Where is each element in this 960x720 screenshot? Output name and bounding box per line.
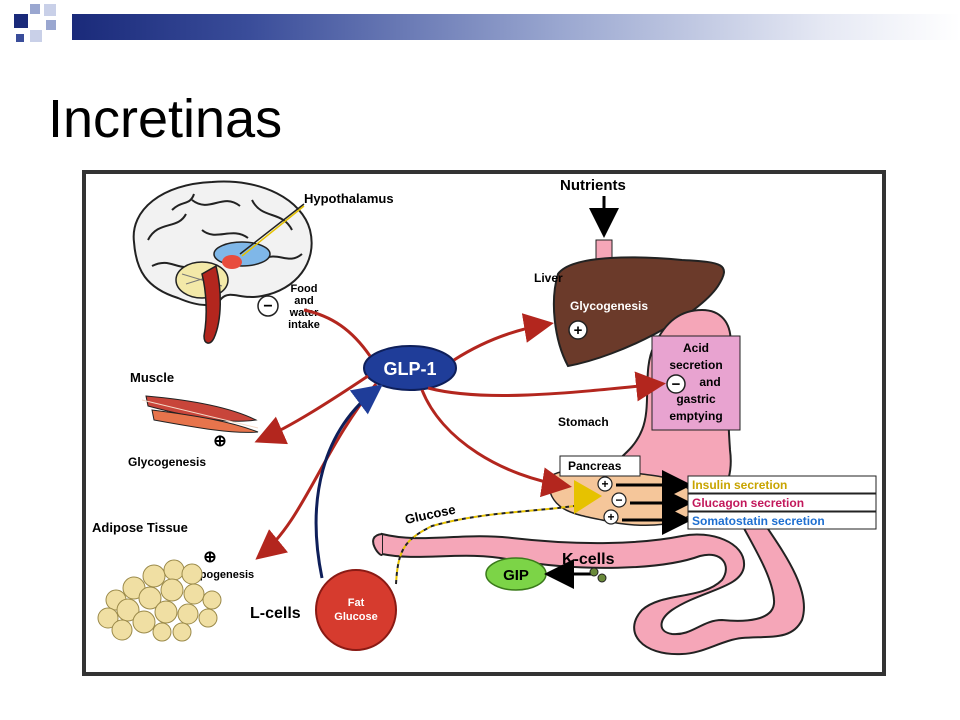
label-glucose-in-cell: Glucose — [334, 611, 377, 623]
label-nutrients: Nutrients — [560, 177, 626, 194]
label-gip: GIP — [503, 567, 529, 584]
label-adipose: Adipose Tissue — [92, 520, 188, 535]
svg-text:−: − — [263, 298, 272, 315]
adipose-illustration — [97, 559, 222, 642]
svg-text:+: + — [574, 322, 583, 339]
glp1-oval — [363, 345, 457, 391]
label-muscle: Muscle — [130, 370, 174, 385]
label-food-intake: intake — [288, 319, 320, 331]
label-lipogenesis: Lipogenesis — [190, 569, 254, 581]
label-fat: Fat — [348, 597, 365, 609]
label-glycogenesis-muscle: Glycogenesis — [128, 455, 206, 469]
slide-title: Incretinas — [48, 89, 283, 149]
label-food: Food — [291, 283, 318, 295]
arrow-to-muscle — [254, 374, 369, 445]
hypothalamus-pointer — [239, 203, 305, 255]
corner-decoration — [14, 4, 56, 42]
brain-illustration — [132, 180, 313, 344]
lcell-illustration — [315, 569, 397, 651]
label-liver: Liver — [534, 271, 563, 285]
glycogenesis-muscle-oplus-icon: ⊕ — [213, 433, 226, 450]
arrow-lcells-to-glp1 — [314, 384, 383, 579]
title-bar-decoration — [72, 14, 960, 40]
liver-illustration — [552, 256, 725, 368]
pancreas-minus-icon — [611, 492, 627, 508]
svg-text:+: + — [601, 477, 608, 491]
stomach-minus-icon — [666, 374, 686, 394]
arrow-to-liver — [453, 313, 554, 362]
label-pancreas: Pancreas — [568, 459, 622, 473]
label-somatostatin-secretion: Somatostatin secretion — [692, 514, 825, 528]
label-glucagon-secretion: Glucagon secretion — [692, 496, 804, 510]
label-acid: Acid — [683, 341, 709, 355]
label-acid-and: and — [699, 375, 720, 389]
label-hypothalamus: Hypothalamus — [304, 191, 394, 206]
liver-plus-icon — [568, 320, 588, 340]
label-food-and: and — [294, 295, 314, 307]
label-acid-emptying: emptying — [669, 409, 722, 423]
arrow-to-stomach — [427, 371, 666, 402]
pancreas-plus2-icon — [603, 509, 619, 525]
label-acid-secretion: secretion — [669, 358, 722, 372]
label-kcells: K-cells — [562, 551, 615, 568]
label-glp1: GLP-1 — [383, 359, 436, 379]
label-insulin-secretion: Insulin secretion — [692, 478, 787, 492]
label-glycogenesis-liver: Glycogenesis — [570, 299, 648, 313]
lipogenesis-oplus-icon: ⊕ — [203, 549, 216, 566]
incretin-diagram: Hypothalamus − Food and water intake Nut… — [82, 170, 886, 676]
label-acid-gastric: gastric — [676, 392, 716, 406]
svg-text:+: + — [607, 510, 614, 524]
svg-text:−: − — [615, 493, 622, 507]
arrow-to-brain — [303, 308, 372, 357]
label-lcells: L-cells — [250, 605, 301, 622]
food-minus-icon — [257, 295, 279, 317]
label-stomach: Stomach — [558, 415, 609, 429]
label-food-water: water — [289, 307, 319, 319]
pancreas-plus-icon — [597, 476, 613, 492]
muscle-illustration — [141, 395, 259, 433]
svg-text:−: − — [672, 376, 681, 393]
arrow-to-pancreas — [420, 389, 572, 498]
